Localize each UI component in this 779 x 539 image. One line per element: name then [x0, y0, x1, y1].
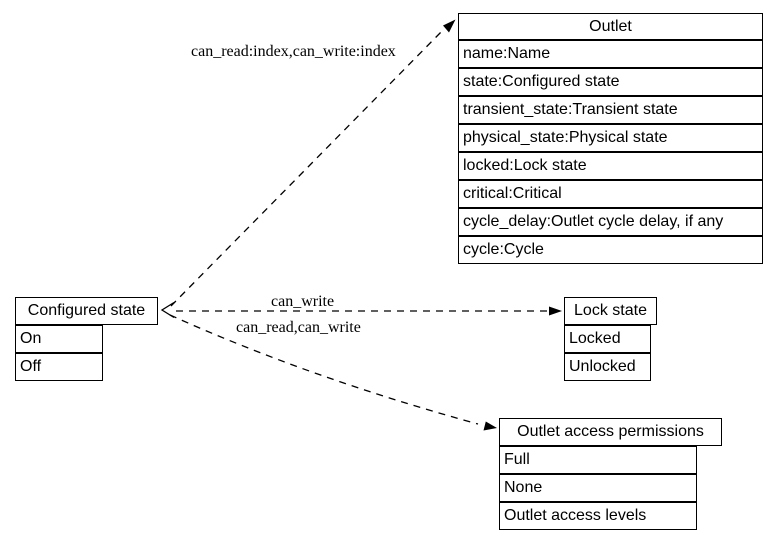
node-lock-state-rows: Locked Unlocked: [564, 325, 657, 381]
table-row: Unlocked: [564, 353, 651, 381]
table-row: Off: [15, 353, 103, 381]
table-row: On: [15, 325, 103, 353]
node-lock-state-title: Lock state: [564, 297, 657, 325]
table-row: state:Configured state: [458, 68, 763, 96]
table-row: Full: [499, 446, 697, 474]
node-outlet-rows: name:Name state:Configured state transie…: [458, 40, 763, 264]
edge-label-can-write: can_write: [271, 293, 335, 310]
table-row: cycle:Cycle: [458, 236, 763, 264]
node-outlet: Outlet name:Name state:Configured state …: [458, 13, 763, 264]
node-outlet-access-permissions: Outlet access permissions Full None Outl…: [499, 418, 722, 530]
table-row: None: [499, 474, 697, 502]
arrowhead-into-lock-state-icon: [549, 306, 562, 316]
node-outlet-access-permissions-rows: Full None Outlet access levels: [499, 446, 722, 530]
table-row: Outlet access levels: [499, 502, 697, 530]
arrowhead-into-outlet-icon: [443, 19, 456, 33]
edge-label-can-read-can-write: can_read,can_write: [236, 319, 361, 336]
table-row: cycle_delay:Outlet cycle delay, if any: [458, 208, 763, 236]
table-row: locked:Lock state: [458, 152, 763, 180]
node-configured-state: Configured state On Off: [15, 297, 158, 381]
table-row: critical:Critical: [458, 180, 763, 208]
node-outlet-title: Outlet: [458, 13, 763, 40]
table-row: physical_state:Physical state: [458, 124, 763, 152]
edge-configured-state-to-lock-state: [176, 306, 562, 316]
edge-label-can-read-index-can-write-index: can_read:index,can_write:index: [191, 43, 396, 60]
edge-configured-state-to-outlet: [170, 19, 456, 307]
node-lock-state: Lock state Locked Unlocked: [564, 297, 657, 381]
table-row: Locked: [564, 325, 651, 353]
table-row: name:Name: [458, 40, 763, 68]
arrowhead-into-access-permissions-icon: [483, 421, 497, 431]
arrowhead-into-configured-state-icon: [160, 301, 175, 319]
node-configured-state-title: Configured state: [15, 297, 158, 325]
node-outlet-access-permissions-title: Outlet access permissions: [499, 418, 722, 446]
node-configured-state-rows: On Off: [15, 325, 158, 381]
table-row: transient_state:Transient state: [458, 96, 763, 124]
